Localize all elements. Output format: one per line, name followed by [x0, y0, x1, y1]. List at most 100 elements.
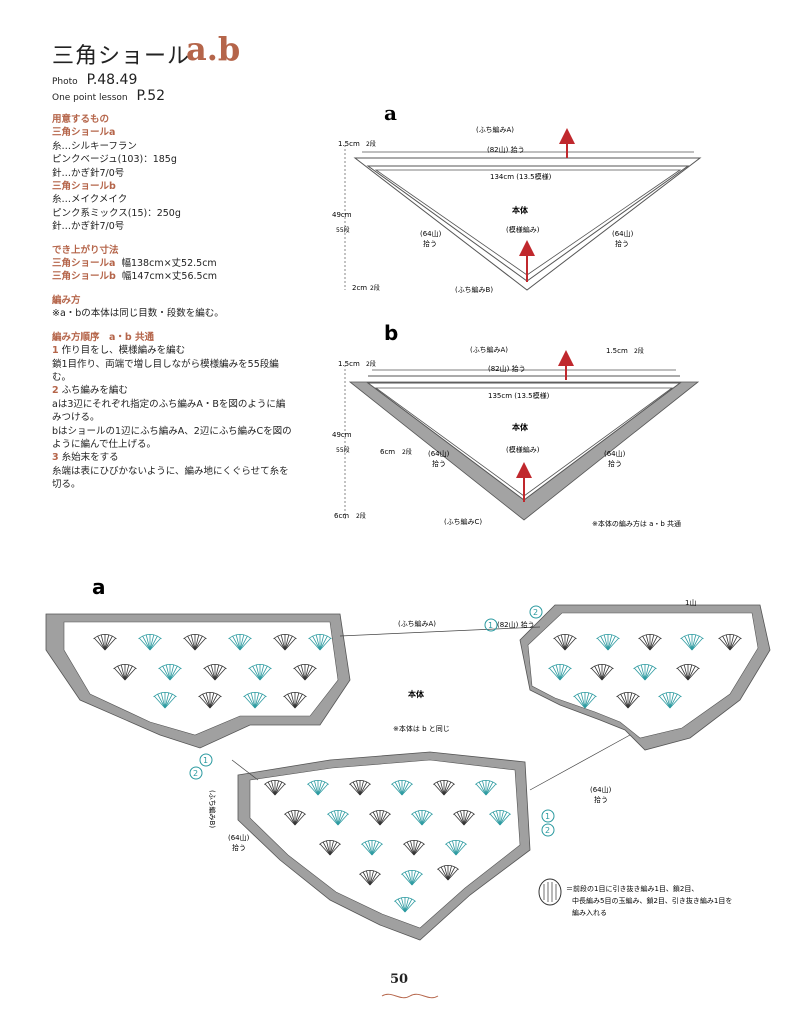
stitch-mark — [548, 667, 561, 681]
stitch-mark — [325, 840, 331, 856]
lesson-label: One point lesson — [52, 93, 128, 103]
diagram-a-dim-top: 1.5cm — [338, 140, 360, 148]
stitch-mark — [319, 635, 328, 651]
stitch-mark — [294, 810, 300, 826]
stitch-mark — [640, 664, 646, 681]
stitch-mark — [364, 841, 373, 856]
stitch-mark — [627, 693, 636, 709]
step-3: 3 糸始末をする — [52, 451, 292, 464]
stitch-mark — [149, 635, 158, 651]
materials-b-color: ピンク系ミックス(15)：250g — [52, 207, 181, 219]
size-a-value: 幅138cm×丈52.5cm — [121, 258, 217, 270]
round-marker-right-1: 1 — [545, 812, 550, 821]
stitch-mark — [489, 813, 501, 826]
right-wing-stitch-pattern — [548, 634, 742, 709]
stitch-arc — [436, 865, 460, 870]
stitch-mark — [104, 634, 110, 651]
stitch-mark — [669, 692, 675, 709]
stitch-mark — [620, 693, 629, 709]
stitch-mark — [594, 665, 603, 681]
stitch-mark — [93, 637, 106, 651]
stitch-mark — [451, 840, 457, 856]
stitch-mark — [642, 635, 651, 651]
stitch-arc — [348, 780, 372, 785]
stitch-mark — [214, 667, 227, 681]
stitch-mark — [397, 780, 403, 796]
stitch-mark — [463, 813, 475, 826]
stitch-arc — [248, 664, 272, 670]
diagram-a-dim-height: 49cm — [332, 211, 352, 219]
left-wing-stitch-pattern — [93, 634, 332, 709]
materials-a-color: ピンクベージュ(103)：185g — [52, 154, 177, 166]
stitch-mark — [492, 811, 501, 826]
stitch-mark — [409, 840, 415, 856]
stitch-arc — [283, 692, 307, 698]
stitch-mark — [362, 871, 371, 886]
diagram-b-label: b — [384, 321, 398, 345]
diagram-a-edge-a: (ふち編みA) — [476, 125, 514, 134]
diagram-b-left-pick-t: 拾う — [432, 459, 446, 468]
stitch-mark — [485, 780, 491, 796]
stitch-mark — [645, 634, 651, 651]
stitch-mark — [564, 637, 577, 651]
legend-bobble-icon — [538, 878, 562, 906]
stitch-arc — [658, 692, 682, 698]
stitch-mark — [404, 871, 413, 886]
footer-ornament-icon — [381, 993, 439, 999]
diagram-b-right-dim: 1.5cm — [606, 347, 628, 355]
size-b: 三角ショールb 幅147cm×丈56.5cm — [52, 270, 292, 283]
stitch-mark — [669, 693, 678, 709]
stitch-mark — [394, 781, 403, 796]
materials-a-hook: 針…かぎ針7/0号 — [52, 167, 125, 179]
stitch-mark — [414, 811, 423, 826]
diagram-a-right-pick-n: (64山) — [612, 229, 634, 238]
diagram-a-dim-bottom: 2cm — [352, 284, 367, 292]
stitch-mark — [729, 635, 738, 651]
stitch-mark — [680, 665, 689, 681]
chart-edge-a: (ふち編みA) — [398, 619, 436, 628]
stitch-mark — [355, 780, 361, 796]
step-2: 2 ふち編みを編む — [52, 384, 292, 397]
stitch-mark — [254, 692, 260, 709]
diagram-a-right-pick-t: 拾う — [615, 239, 629, 248]
stitch-mark — [623, 692, 629, 709]
stitch-arc — [400, 870, 424, 875]
stitch-mark — [443, 783, 455, 796]
stitch-mark — [448, 841, 457, 856]
steps-heading: 編み方順序 a・b 共通 — [52, 331, 155, 343]
chart-right-wing — [519, 604, 771, 751]
chart-pick-82: (82山) 拾う — [497, 620, 535, 629]
stitch-mark — [601, 664, 607, 681]
stitch-mark — [337, 813, 349, 826]
stitch-mark — [97, 635, 106, 651]
stitch-mark — [287, 811, 296, 826]
stitch-mark — [169, 665, 178, 681]
diagram-b-dim-top: 1.5cm — [338, 360, 360, 368]
stitch-mark — [329, 841, 338, 856]
stitch-mark — [453, 813, 465, 826]
stitch-mark — [459, 810, 465, 826]
stitch-mark — [463, 811, 472, 826]
stitch-mark — [205, 692, 211, 709]
stitch-mark — [359, 781, 368, 796]
stitch-mark — [274, 781, 283, 796]
stitch-mark — [210, 664, 216, 681]
stitch-mark — [616, 695, 629, 709]
stitch-mark — [214, 664, 220, 681]
stitch-mark — [406, 841, 415, 856]
stitch-mark — [649, 637, 662, 651]
stitch-mark — [401, 781, 410, 796]
stitch-arc — [638, 634, 662, 640]
stitch-mark — [313, 780, 319, 796]
chart-left-connector — [231, 759, 259, 781]
chart-pick-64-left: (64山) — [228, 833, 250, 842]
stitch-arc — [410, 810, 434, 815]
size-b-value: 幅147cm×丈56.5cm — [121, 271, 218, 283]
diagram-b-body: 本体 — [511, 422, 529, 432]
stitch-mark — [319, 634, 325, 651]
stitch-mark — [607, 637, 620, 651]
stitch-mark — [322, 841, 331, 856]
stitch-arc — [488, 810, 512, 815]
chart-a-label: a — [92, 575, 106, 599]
stitch-mark — [329, 843, 341, 856]
